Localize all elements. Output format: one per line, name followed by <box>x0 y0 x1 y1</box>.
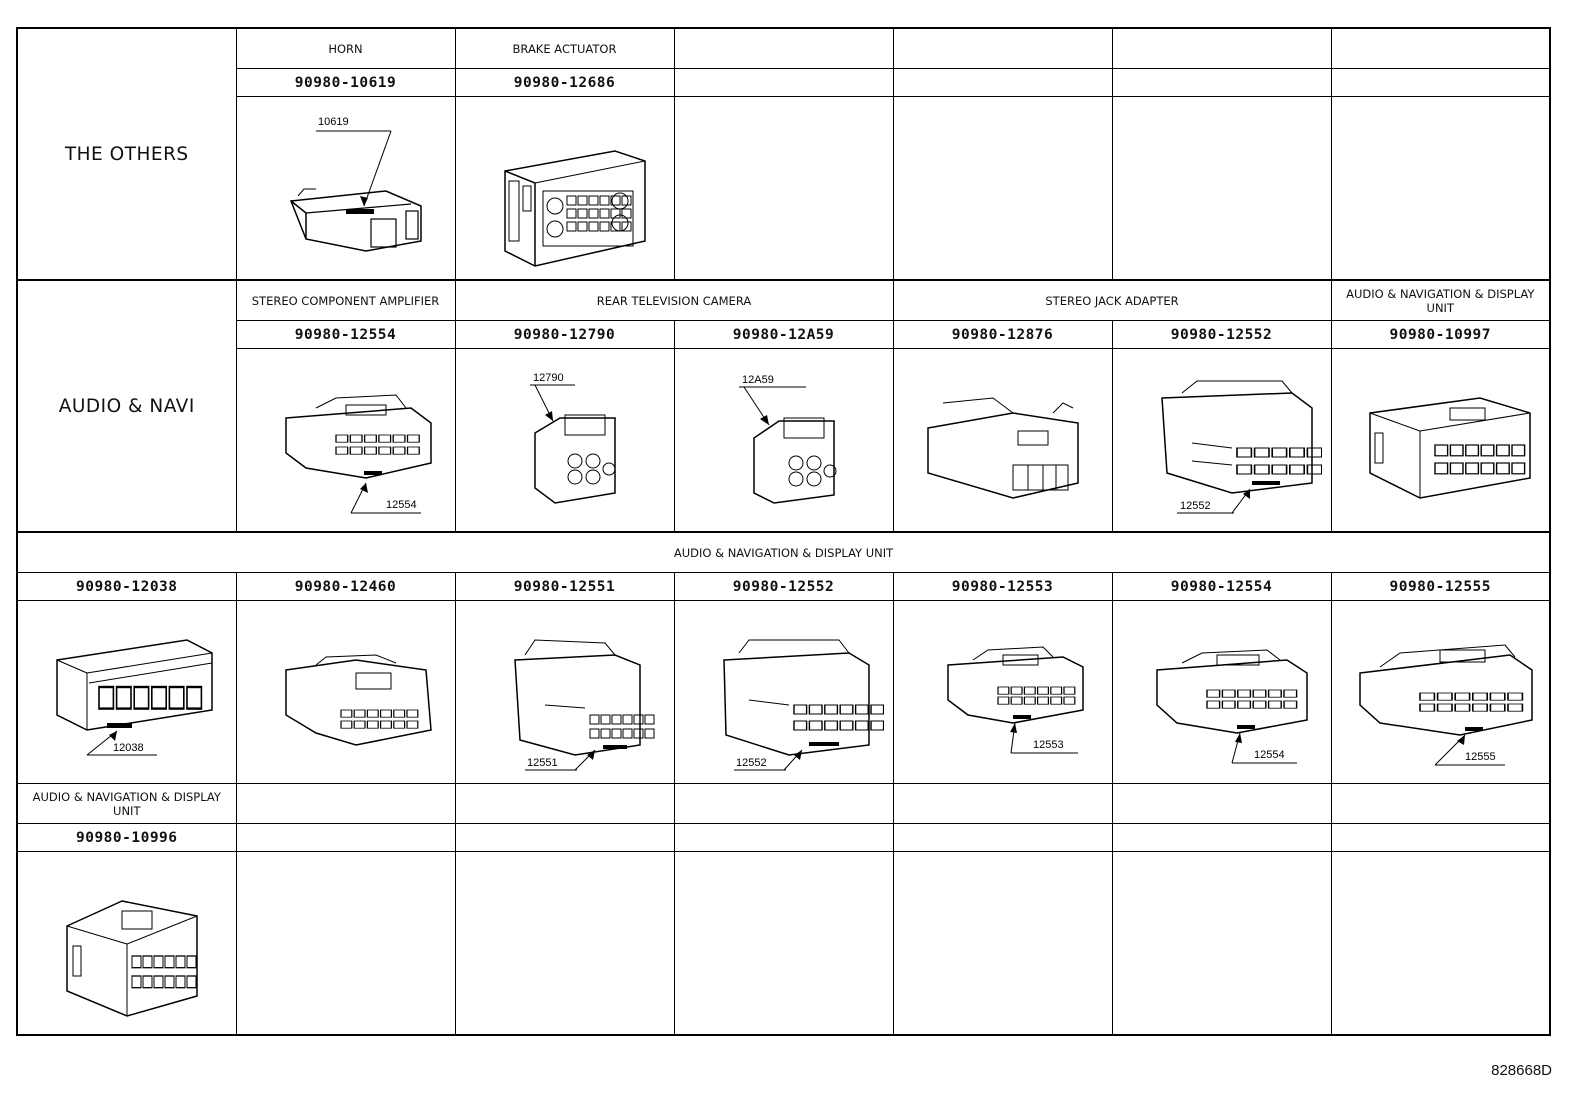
connector-12552-icon: 12552 <box>722 639 884 770</box>
brake-actuator-connector-icon <box>503 149 646 267</box>
connector-image: 12790 <box>454 348 675 533</box>
connector-code-label: 12554 <box>386 499 417 511</box>
connector-12460-icon <box>284 653 432 746</box>
connector-12a59-icon: 12A59 <box>738 374 836 504</box>
connector-code-label: 12790 <box>533 372 564 384</box>
connector-12554-icon: 12554 <box>1155 648 1308 763</box>
part-number: 90980-12553 <box>892 572 1113 601</box>
category-the-others: THE OTHERS <box>16 27 237 281</box>
connector-image-horn: 10619 <box>235 96 456 281</box>
part-number: 90980-12552 <box>1111 320 1332 349</box>
connector-image-brake-actuator <box>454 96 675 281</box>
connector-10996-icon <box>66 899 198 1017</box>
connector-12876-icon <box>926 396 1079 499</box>
connector-image <box>1330 348 1551 533</box>
part-number: 90980-12A59 <box>673 320 894 349</box>
connector-12552-icon: 12552 <box>1160 380 1322 513</box>
connector-code-label: 12555 <box>1465 751 1496 763</box>
header-rear-television-camera: REAR TELEVISION CAMERA <box>454 279 894 321</box>
connector-code-label: 10619 <box>318 116 349 128</box>
header-audio-navigation-display-unit-wide: AUDIO & NAVIGATION & DISPLAY UNIT <box>16 531 1551 573</box>
part-number: 90980-12686 <box>454 68 675 97</box>
header-audio-navigation-display-unit: AUDIO & NAVIGATION & DISPLAY UNIT <box>1330 279 1551 321</box>
connector-image: 12553 <box>892 600 1113 784</box>
drawing-code: 828668D <box>1491 1062 1552 1079</box>
part-number: 90980-10619 <box>235 68 456 97</box>
part-number: 90980-12876 <box>892 320 1113 349</box>
connector-12555-icon: 12555 <box>1359 643 1533 765</box>
connector-10997-icon <box>1369 396 1531 499</box>
part-number: 90980-10997 <box>1330 320 1551 349</box>
connector-code-label: 12A59 <box>742 374 774 386</box>
part-number: 90980-12551 <box>454 572 675 601</box>
horn-connector-icon: 10619 <box>289 116 422 252</box>
connector-image: 12552 <box>673 600 894 784</box>
connector-code-label: 12554 <box>1254 749 1285 761</box>
connector-code-label: 12038 <box>113 742 144 754</box>
connector-image: 12554 <box>235 348 456 533</box>
part-number: 90980-12554 <box>235 320 456 349</box>
header-stereo-component-amplifier: STEREO COMPONENT AMPLIFIER <box>235 279 456 321</box>
connector-image: 12A59 <box>673 348 894 533</box>
part-number: 90980-12554 <box>1111 572 1332 601</box>
connector-image: 12551 <box>454 600 675 784</box>
part-number: 90980-10996 <box>16 823 237 852</box>
connector-image <box>892 348 1113 533</box>
connector-code-label: 12552 <box>1180 500 1211 512</box>
header-horn: HORN <box>235 27 456 69</box>
header-stereo-jack-adapter: STEREO JACK ADAPTER <box>892 279 1332 321</box>
header-audio-navigation-display-unit: AUDIO & NAVIGATION & DISPLAY UNIT <box>16 783 237 824</box>
connector-code-label: 12551 <box>527 757 558 769</box>
connector-12553-icon: 12553 <box>946 645 1084 753</box>
part-number: 90980-12460 <box>235 572 456 601</box>
connector-table: THE OTHERS HORN BRAKE ACTUATOR 90980-106… <box>16 27 1551 1036</box>
connector-code-label: 12552 <box>736 757 767 769</box>
connector-chart: THE OTHERS HORN BRAKE ACTUATOR 90980-106… <box>16 27 1551 1036</box>
header-brake-actuator: BRAKE ACTUATOR <box>454 27 675 69</box>
part-number: 90980-12552 <box>673 572 894 601</box>
connector-image <box>235 600 456 784</box>
category-audio-navi: AUDIO & NAVI <box>16 279 237 533</box>
connector-12038-icon: 12038 <box>56 638 213 755</box>
connector-code-label: 12553 <box>1033 739 1064 751</box>
connector-image <box>16 851 237 1036</box>
connector-image: 12038 <box>16 600 237 784</box>
connector-12790-icon: 12790 <box>529 372 616 504</box>
part-number: 90980-12790 <box>454 320 675 349</box>
connector-image: 12552 <box>1111 348 1332 533</box>
part-number: 90980-12038 <box>16 572 237 601</box>
connector-12554-icon: 12554 <box>284 393 432 513</box>
connector-image: 12554 <box>1111 600 1332 784</box>
part-number: 90980-12555 <box>1330 572 1551 601</box>
connector-12551-icon: 12551 <box>513 638 654 770</box>
connector-image: 12555 <box>1330 600 1551 784</box>
